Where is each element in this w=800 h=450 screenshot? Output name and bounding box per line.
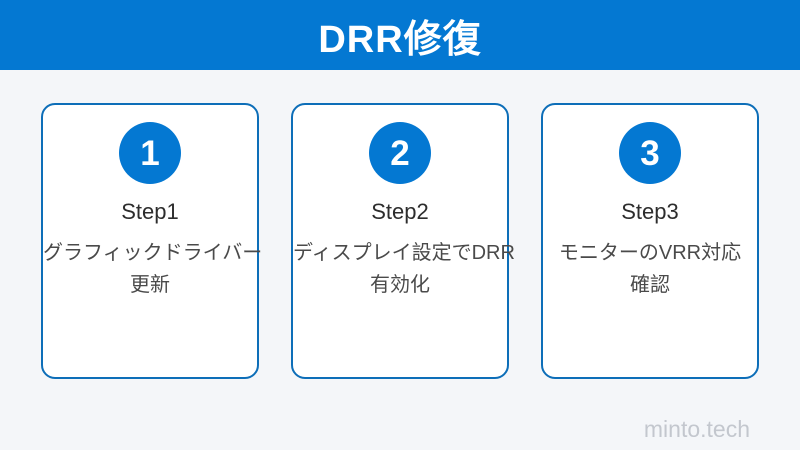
- step-1-number: 1: [140, 133, 160, 173]
- step-card-3: 3 Step3 モニターのVRR対応 確認: [541, 103, 759, 379]
- watermark: minto.tech: [643, 416, 750, 442]
- header-banner: DRR修復: [0, 0, 800, 70]
- step-1-description-line-2: 更新: [130, 274, 170, 296]
- step-2-number: 2: [390, 133, 410, 173]
- step-3-description: モニターのVRR対応 確認: [543, 237, 757, 301]
- step-3-description-line-1: モニターのVRR対応: [558, 242, 742, 264]
- page-title: DRR修復: [318, 18, 482, 61]
- step-3-number: 3: [640, 133, 660, 173]
- step-2-description-line-2: 有効化: [370, 274, 430, 296]
- step-card-1: 1 Step1 グラフィックドライバー 更新: [41, 103, 263, 379]
- step-2-description-line-1: ディスプレイ設定でDRR: [293, 242, 515, 264]
- step-3-label: Step3: [621, 199, 679, 224]
- step-3-description-line-2: 確認: [630, 274, 670, 296]
- step-2-number-badge: 2: [369, 122, 431, 184]
- step-1-description-line-1: グラフィックドライバー: [43, 242, 263, 264]
- step-1-label: Step1: [121, 199, 179, 224]
- step-card-2: 2 Step2 ディスプレイ設定でDRR 有効化: [291, 103, 515, 379]
- steps-container: 1 Step1 グラフィックドライバー 更新 2 Step2 ディスプレイ設定で…: [0, 103, 800, 379]
- step-3-number-badge: 3: [619, 122, 681, 184]
- step-1-description: グラフィックドライバー 更新: [43, 237, 263, 301]
- step-2-description: ディスプレイ設定でDRR 有効化: [293, 237, 515, 301]
- step-2-label: Step2: [371, 199, 429, 224]
- step-1-number-badge: 1: [119, 122, 181, 184]
